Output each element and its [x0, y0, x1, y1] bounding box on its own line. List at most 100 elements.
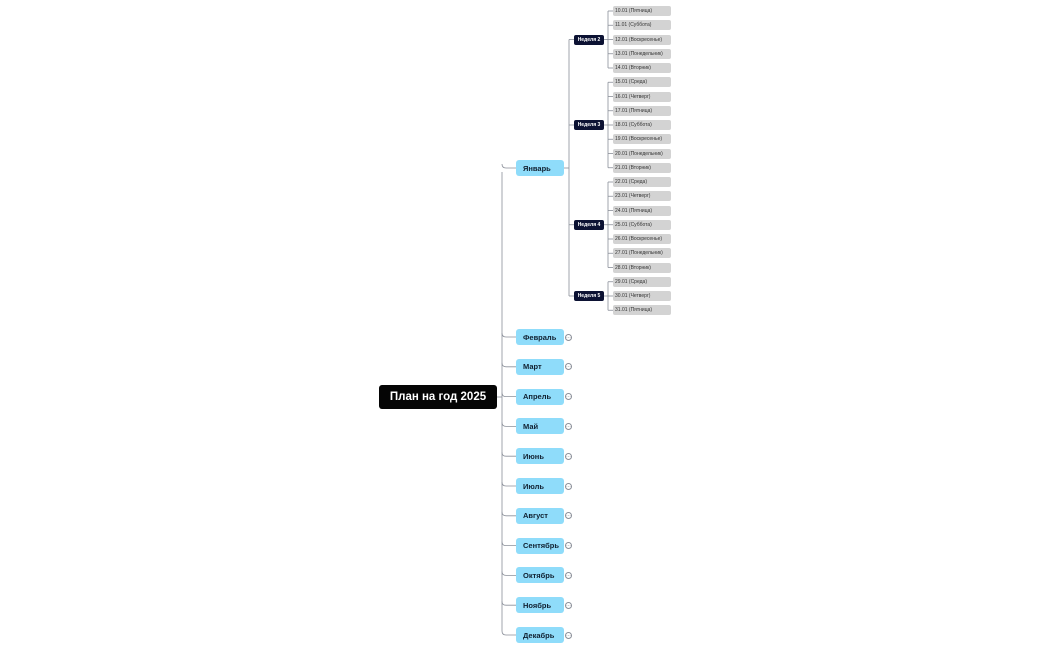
connector-line — [501, 392, 516, 397]
day-label: 11.01 (Суббота) — [615, 22, 652, 29]
day-topic[interactable]: 26.01 (Воскресенье) — [613, 234, 671, 244]
expand-branch-icon[interactable]: … — [565, 452, 572, 460]
week-label: Неделя 4 — [577, 221, 601, 228]
month-label: Ноябрь — [523, 600, 552, 610]
day-label: 26.01 (Воскресенье) — [615, 236, 663, 242]
month-topic[interactable]: Май — [516, 418, 564, 435]
day-topic[interactable]: 20.01 (Понедельник) — [613, 148, 671, 159]
day-label: 28.01 (Вторник) — [615, 264, 651, 271]
expand-branch-icon[interactable]: … — [565, 482, 572, 490]
connector-line — [501, 601, 516, 606]
day-label: 17.01 (Пятница) — [615, 107, 653, 114]
day-label: 10.01 (Пятница) — [615, 8, 653, 14]
day-topic[interactable]: 22.01 (Среда) — [613, 177, 671, 187]
month-topic[interactable]: Ноябрь — [516, 597, 564, 614]
day-topic[interactable]: 21.01 (Вторник) — [613, 162, 671, 173]
day-topic[interactable]: 28.01 (Вторник) — [613, 262, 671, 273]
day-label: 27.01 (Понедельник) — [615, 250, 663, 257]
day-topic[interactable]: 10.01 (Пятница) — [613, 6, 671, 16]
week-topic[interactable]: Неделя 3 — [574, 120, 604, 130]
month-label: Август — [523, 511, 548, 521]
month-topic[interactable]: Июнь — [516, 448, 564, 465]
day-label: 15.01 (Среда) — [615, 79, 647, 86]
connector-line — [501, 452, 516, 457]
month-label: Январь — [523, 163, 551, 173]
day-topic[interactable]: 16.01 (Четверг) — [613, 91, 671, 102]
day-topic[interactable]: 27.01 (Понедельник) — [613, 248, 671, 259]
expand-branch-icon[interactable]: … — [565, 601, 572, 609]
month-label: Апрель — [523, 392, 552, 402]
day-label: 18.01 (Суббота) — [615, 122, 652, 128]
expand-branch-icon[interactable]: … — [565, 363, 572, 371]
day-label: 14.01 (Вторник) — [615, 65, 651, 71]
day-topic[interactable]: 15.01 (Среда) — [613, 77, 671, 88]
day-topic[interactable]: 30.01 (Четверг) — [613, 291, 671, 301]
week-label: Неделя 2 — [577, 36, 601, 43]
day-label: 19.01 (Воскресенье) — [615, 136, 663, 143]
day-label: 24.01 (Пятница) — [615, 207, 653, 214]
connector-line — [501, 163, 516, 169]
month-label: Декабрь — [523, 630, 555, 640]
connector-line — [501, 571, 516, 576]
day-label: 21.01 (Вторник) — [615, 164, 651, 171]
month-topic[interactable]: Август — [516, 507, 564, 524]
connector-line — [501, 541, 516, 546]
day-topic[interactable]: 18.01 (Суббота) — [613, 120, 671, 130]
month-topic[interactable]: Сентябрь — [516, 537, 564, 554]
day-label: 31.01 (Пятница) — [615, 307, 653, 314]
connector-line — [501, 422, 516, 427]
connector-line — [501, 332, 516, 338]
expand-branch-icon[interactable]: … — [565, 631, 572, 639]
day-label: 23.01 (Четверг) — [615, 193, 651, 200]
expand-branch-icon[interactable]: … — [565, 333, 572, 341]
day-topic[interactable]: 19.01 (Воскресенье) — [613, 134, 671, 145]
day-label: 22.01 (Среда) — [615, 179, 647, 185]
day-topic[interactable]: 29.01 (Среда) — [613, 276, 671, 287]
connector-line — [501, 511, 516, 517]
day-label: 12.01 (Воскресенье) — [615, 36, 663, 43]
week-topic[interactable]: Неделя 4 — [574, 219, 604, 230]
expand-branch-icon[interactable]: … — [565, 393, 572, 401]
week-topic[interactable]: Неделя 2 — [574, 34, 604, 45]
month-label: Июль — [523, 481, 544, 491]
month-label: Март — [523, 362, 542, 372]
day-topic[interactable]: 13.01 (Понедельник) — [613, 48, 671, 59]
month-topic[interactable]: Апрель — [516, 388, 564, 405]
connector-line — [501, 481, 516, 487]
week-topic[interactable]: Неделя 5 — [574, 291, 604, 301]
connector-line — [501, 362, 516, 368]
month-label: Май — [523, 421, 539, 431]
month-topic[interactable]: Июль — [516, 478, 564, 494]
expand-branch-icon[interactable]: … — [565, 512, 572, 520]
month-topic[interactable]: Февраль — [516, 329, 564, 345]
month-topic[interactable]: Декабрь — [516, 627, 564, 643]
day-topic[interactable]: 14.01 (Вторник) — [613, 63, 671, 73]
day-label: 20.01 (Понедельник) — [615, 150, 663, 157]
day-topic[interactable]: 12.01 (Воскресенье) — [613, 34, 671, 45]
day-topic[interactable]: 25.01 (Суббота) — [613, 219, 671, 230]
week-label: Неделя 3 — [577, 122, 601, 128]
month-label: Сентябрь — [523, 541, 559, 551]
day-topic[interactable]: 23.01 (Четверг) — [613, 191, 671, 202]
week-label: Неделя 5 — [577, 293, 601, 299]
day-label: 13.01 (Понедельник) — [615, 50, 663, 57]
connector-line — [501, 630, 516, 636]
expand-branch-icon[interactable]: … — [565, 571, 572, 579]
expand-branch-icon[interactable]: … — [565, 542, 572, 550]
day-topic[interactable]: 11.01 (Суббота) — [613, 20, 671, 31]
day-topic[interactable]: 17.01 (Пятница) — [613, 105, 671, 116]
month-topic[interactable]: Март — [516, 358, 564, 375]
expand-branch-icon[interactable]: … — [565, 422, 572, 430]
month-topic[interactable]: Октябрь — [516, 567, 564, 584]
month-label: Октябрь — [523, 570, 555, 580]
root-topic[interactable]: План на год 2025 — [379, 385, 497, 409]
day-label: 30.01 (Четверг) — [615, 293, 651, 299]
month-topic-january[interactable]: Январь — [516, 160, 564, 176]
day-label: 16.01 (Четверг) — [615, 93, 651, 100]
day-label: 29.01 (Среда) — [615, 278, 647, 285]
month-label: Февраль — [523, 332, 557, 342]
day-topic[interactable]: 31.01 (Пятница) — [613, 305, 671, 316]
day-topic[interactable]: 24.01 (Пятница) — [613, 205, 671, 216]
